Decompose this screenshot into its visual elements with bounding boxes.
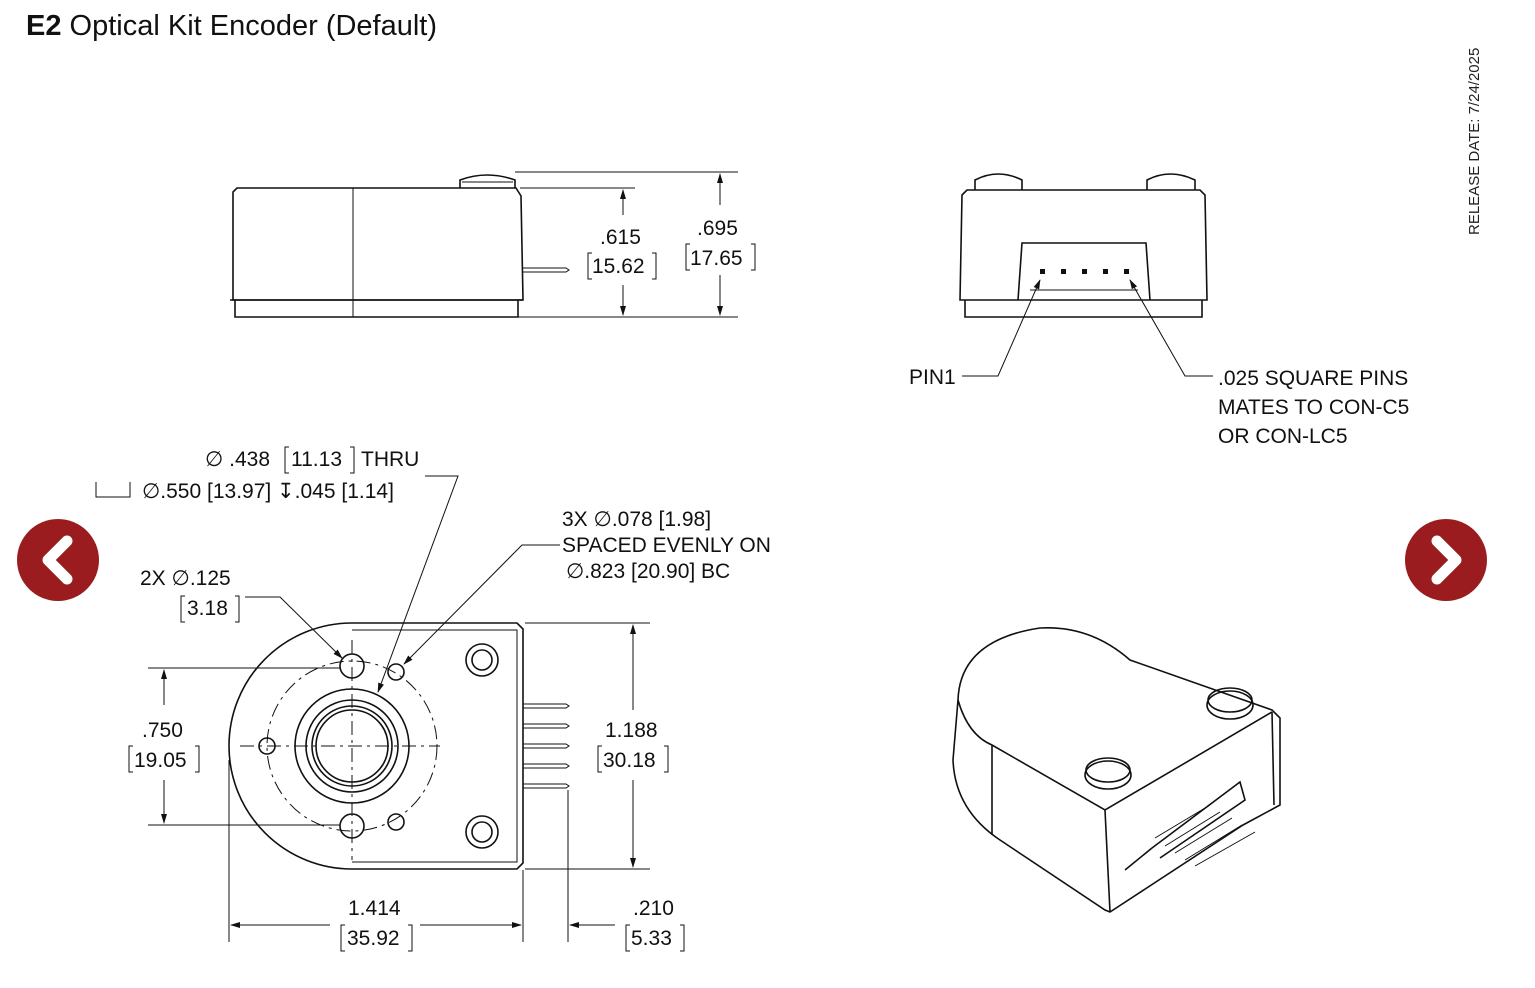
- top-view: ∅ .438 11.13 THRU ∅.550 [13.97] ↧.045 [1…: [95, 446, 771, 952]
- dim-1188-mm: 30.18: [603, 749, 656, 772]
- dim-750-mm: 19.05: [134, 749, 187, 772]
- pins-note-1: .025 SQUARE PINS: [1218, 367, 1408, 390]
- isometric-view: [952, 626, 1281, 913]
- counterbore-spec: ∅.550 [13.97] ↧.045 [1.14]: [142, 480, 394, 503]
- bore-dia-mm: 11.13: [291, 448, 342, 471]
- pins-note-3: OR CON-LC5: [1218, 425, 1348, 448]
- chevron-right-icon: [1431, 535, 1462, 585]
- holes2-spec: 2X ∅.125: [140, 567, 231, 590]
- dim-1414-mm: 35.92: [347, 927, 400, 950]
- dim-210-mm: 5.33: [631, 927, 672, 950]
- dim-210: .210: [633, 897, 674, 920]
- page-title: E2 Optical Kit Encoder (Default): [26, 10, 437, 43]
- side-view: .615 15.62 .695 17.65: [230, 171, 756, 318]
- front-view: PIN1 .025 SQUARE PINS MATES TO CON-C5 OR…: [909, 173, 1409, 448]
- dim-1414: 1.414: [348, 897, 401, 920]
- dim-750: .750: [142, 719, 183, 742]
- pins-note-2: MATES TO CON-C5: [1218, 396, 1409, 419]
- holes3-spec-3: ∅.823 [20.90] BC: [566, 560, 730, 583]
- dim-695-mm: 17.65: [690, 247, 743, 270]
- dim-615: .615: [600, 226, 641, 249]
- pin1-label: PIN1: [909, 366, 956, 389]
- bore-dia: ∅ .438: [205, 448, 270, 471]
- chevron-left-icon: [42, 535, 73, 585]
- title-bold: E2: [26, 10, 62, 42]
- dim-1188: 1.188: [605, 719, 658, 742]
- holes3-spec: 3X ∅.078 [1.98]: [562, 508, 711, 531]
- next-button[interactable]: [1405, 519, 1487, 601]
- previous-button[interactable]: [17, 519, 99, 601]
- dim-695: .695: [697, 217, 738, 240]
- bore-thru: THRU: [361, 448, 419, 471]
- holes3-spec-2: SPACED EVENLY ON: [562, 534, 771, 557]
- dim-615-mm: 15.62: [592, 255, 645, 278]
- title-text: Optical Kit Encoder (Default): [61, 10, 438, 42]
- holes2-spec-mm: 3.18: [187, 597, 228, 620]
